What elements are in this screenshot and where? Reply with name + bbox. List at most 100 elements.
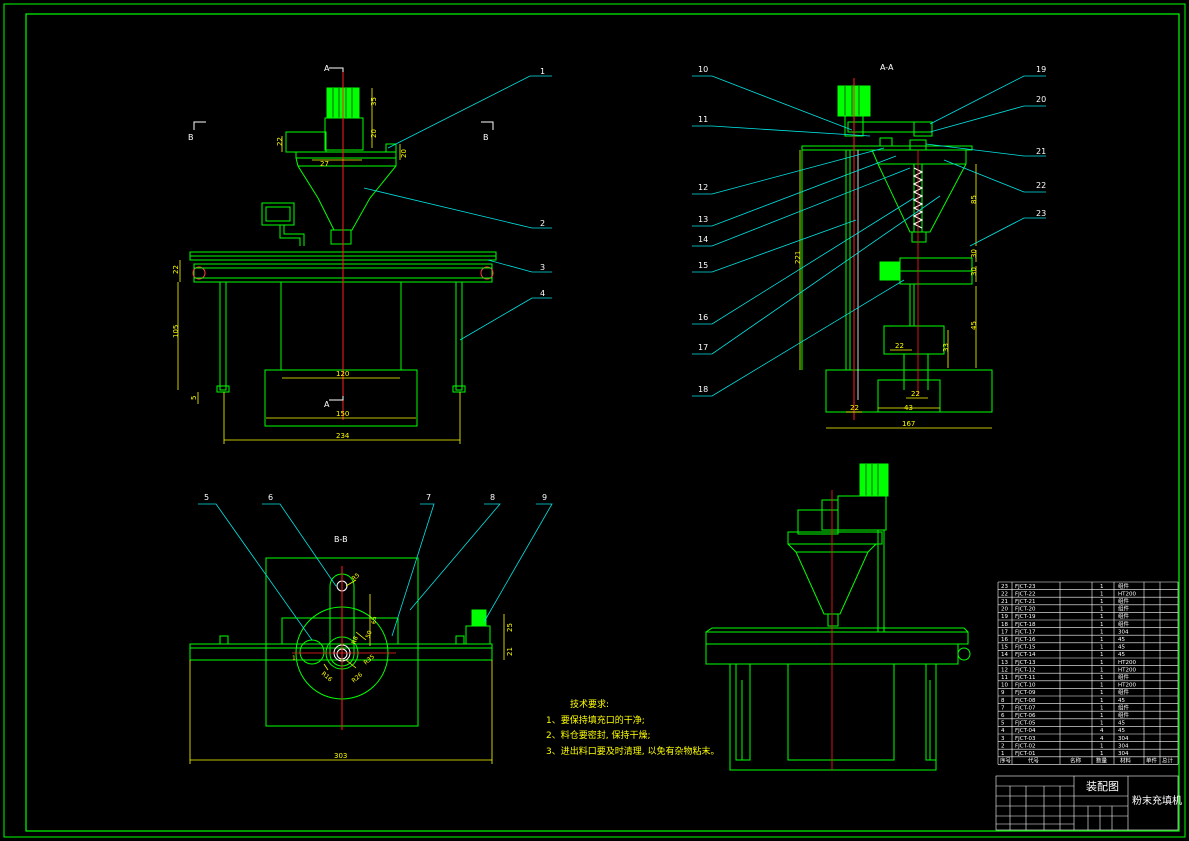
bom-row-code: FJCT-03 [1015, 736, 1036, 742]
dim-front-total-w: 234 [336, 432, 350, 440]
mark-a-top: A [324, 64, 330, 73]
bom-row-code: FJCT-07 [1015, 705, 1036, 711]
bom-row-mat: HT200 [1118, 591, 1136, 597]
dim-front-leg-h: 105 [172, 325, 180, 338]
dim-side-rod: 22 [895, 342, 904, 350]
bom-row-qty: 1 [1100, 622, 1104, 628]
title-product-name: 粉末充填机 [1132, 794, 1182, 807]
part-label-6: 6 [268, 493, 273, 502]
bom-header-cell: 材料 [1120, 757, 1132, 765]
bom-row-code: FJCT-18 [1015, 622, 1036, 628]
bom-row-no: 22 [1001, 591, 1008, 597]
dim-side-hopper-h: 85 [970, 195, 978, 204]
bom-row-no: 7 [1001, 705, 1005, 711]
bom-row-code: FJCT-16 [1015, 637, 1036, 643]
bom-row-qty: 1 [1100, 599, 1104, 605]
section-aa-view [801, 85, 993, 413]
bom-row-no: 6 [1001, 713, 1005, 719]
bom-row-qty: 1 [1100, 660, 1104, 666]
part-label-18: 18 [698, 385, 708, 394]
bom-row-code: FJCT-10 [1015, 683, 1036, 689]
part-label-15: 15 [698, 261, 708, 270]
dim-front-right-h: 20 [400, 149, 408, 158]
bom-row-mat: 45 [1118, 637, 1125, 643]
bom-row-no: 19 [1001, 614, 1008, 620]
bom-row-code: FJCT-14 [1015, 652, 1036, 658]
bom-row-qty: 1 [1100, 645, 1104, 651]
dim-bb-d5: R35 [363, 653, 377, 666]
dim-side-height: 221 [794, 251, 802, 264]
bom-row-qty: 4 [1100, 736, 1104, 742]
bom-row-mat: 组件 [1118, 711, 1130, 719]
part-label-21: 21 [1036, 147, 1046, 156]
dim-front-motor-h1: 35 [370, 97, 378, 106]
dim-side-base: 43 [904, 404, 913, 412]
front-control-box [261, 202, 295, 226]
bom-row-code: FJCT-20 [1015, 607, 1036, 613]
dim-front-inner-w: 120 [336, 370, 349, 378]
inner-frame [25, 13, 1180, 832]
bom-row-qty: 1 [1100, 751, 1104, 757]
dim-bb-total: 303 [334, 752, 347, 760]
dim-bb-d3: 50 [364, 630, 373, 640]
part-label-7: 7 [426, 493, 431, 502]
part-label-14: 14 [698, 235, 708, 244]
dim-side-inner: 22 [911, 390, 920, 398]
bom-row-mat: 45 [1118, 721, 1125, 727]
bom-row-mat: 组件 [1118, 582, 1130, 590]
bom-row-qty: 1 [1100, 705, 1104, 711]
front-dims [177, 88, 461, 444]
part-label-5: 5 [204, 493, 209, 502]
bom-header-cell: 单件 [1146, 757, 1158, 765]
bom-row-code: FJCT-08 [1015, 698, 1036, 704]
bom-row-qty: 1 [1100, 652, 1104, 658]
part-label-9: 9 [542, 493, 547, 502]
part-label-2: 2 [540, 219, 545, 228]
bom-row-code: FJCT-23 [1015, 584, 1036, 590]
dim-side-bottom: 22 [850, 404, 859, 412]
bom-row-qty: 1 [1100, 690, 1104, 696]
bom-row-no: 8 [1001, 698, 1005, 704]
bom-table [997, 581, 1179, 765]
part-label-23: 23 [1036, 209, 1046, 218]
bom-row-mat: HT200 [1118, 660, 1136, 666]
part-label-3: 3 [540, 263, 545, 272]
bom-row-mat: 45 [1118, 645, 1125, 651]
tech-notes-line3: 3、进出料口要及时清理, 以免有杂物粘末。 [546, 745, 719, 757]
dim-side-total: 167 [902, 420, 915, 428]
bom-row-no: 2 [1001, 743, 1005, 749]
part-label-13: 13 [698, 215, 708, 224]
part-label-17: 17 [698, 343, 708, 352]
bom-header-cell: 总计 [1162, 757, 1174, 765]
title-block [995, 775, 1179, 831]
bom-row-mat: HT200 [1118, 667, 1136, 673]
bom-header-cell: 代号 [1028, 757, 1040, 765]
part-label-20: 20 [1036, 95, 1046, 104]
bom-row-code: FJCT-11 [1015, 675, 1035, 681]
bom-row-no: 10 [1001, 683, 1008, 689]
bom-row-code: FJCT-01 [1015, 751, 1035, 757]
bom-row-code: FJCT-06 [1015, 713, 1036, 719]
bom-row-no: 17 [1001, 629, 1008, 635]
bom-row-mat: 304 [1118, 743, 1129, 749]
dim-bb-d8: 1 [292, 655, 296, 662]
dim-front-foot: 5 [190, 396, 198, 400]
bom-row-no: 12 [1001, 667, 1008, 673]
part-label-16: 16 [698, 313, 708, 322]
bom-row-code: FJCT-19 [1015, 614, 1036, 620]
bom-row-no: 4 [1001, 728, 1005, 734]
bom-row-mat: 组件 [1118, 605, 1130, 613]
bom-row-no: 11 [1001, 675, 1008, 681]
dim-bb-h2: 21 [506, 647, 514, 656]
part-label-1: 1 [540, 67, 545, 76]
bom-header-cell: 数量 [1096, 757, 1108, 765]
dim-side-mid-h: 30 [970, 249, 978, 258]
bom-row-no: 23 [1001, 584, 1008, 590]
part-label-19: 19 [1036, 65, 1046, 74]
section-aa-dims [799, 150, 992, 429]
bom-row-code: FJCT-09 [1015, 690, 1036, 696]
bom-row-code: FJCT-21 [1015, 599, 1035, 605]
bom-row-qty: 4 [1100, 728, 1104, 734]
bom-header-cell: 序号 [1000, 757, 1012, 765]
